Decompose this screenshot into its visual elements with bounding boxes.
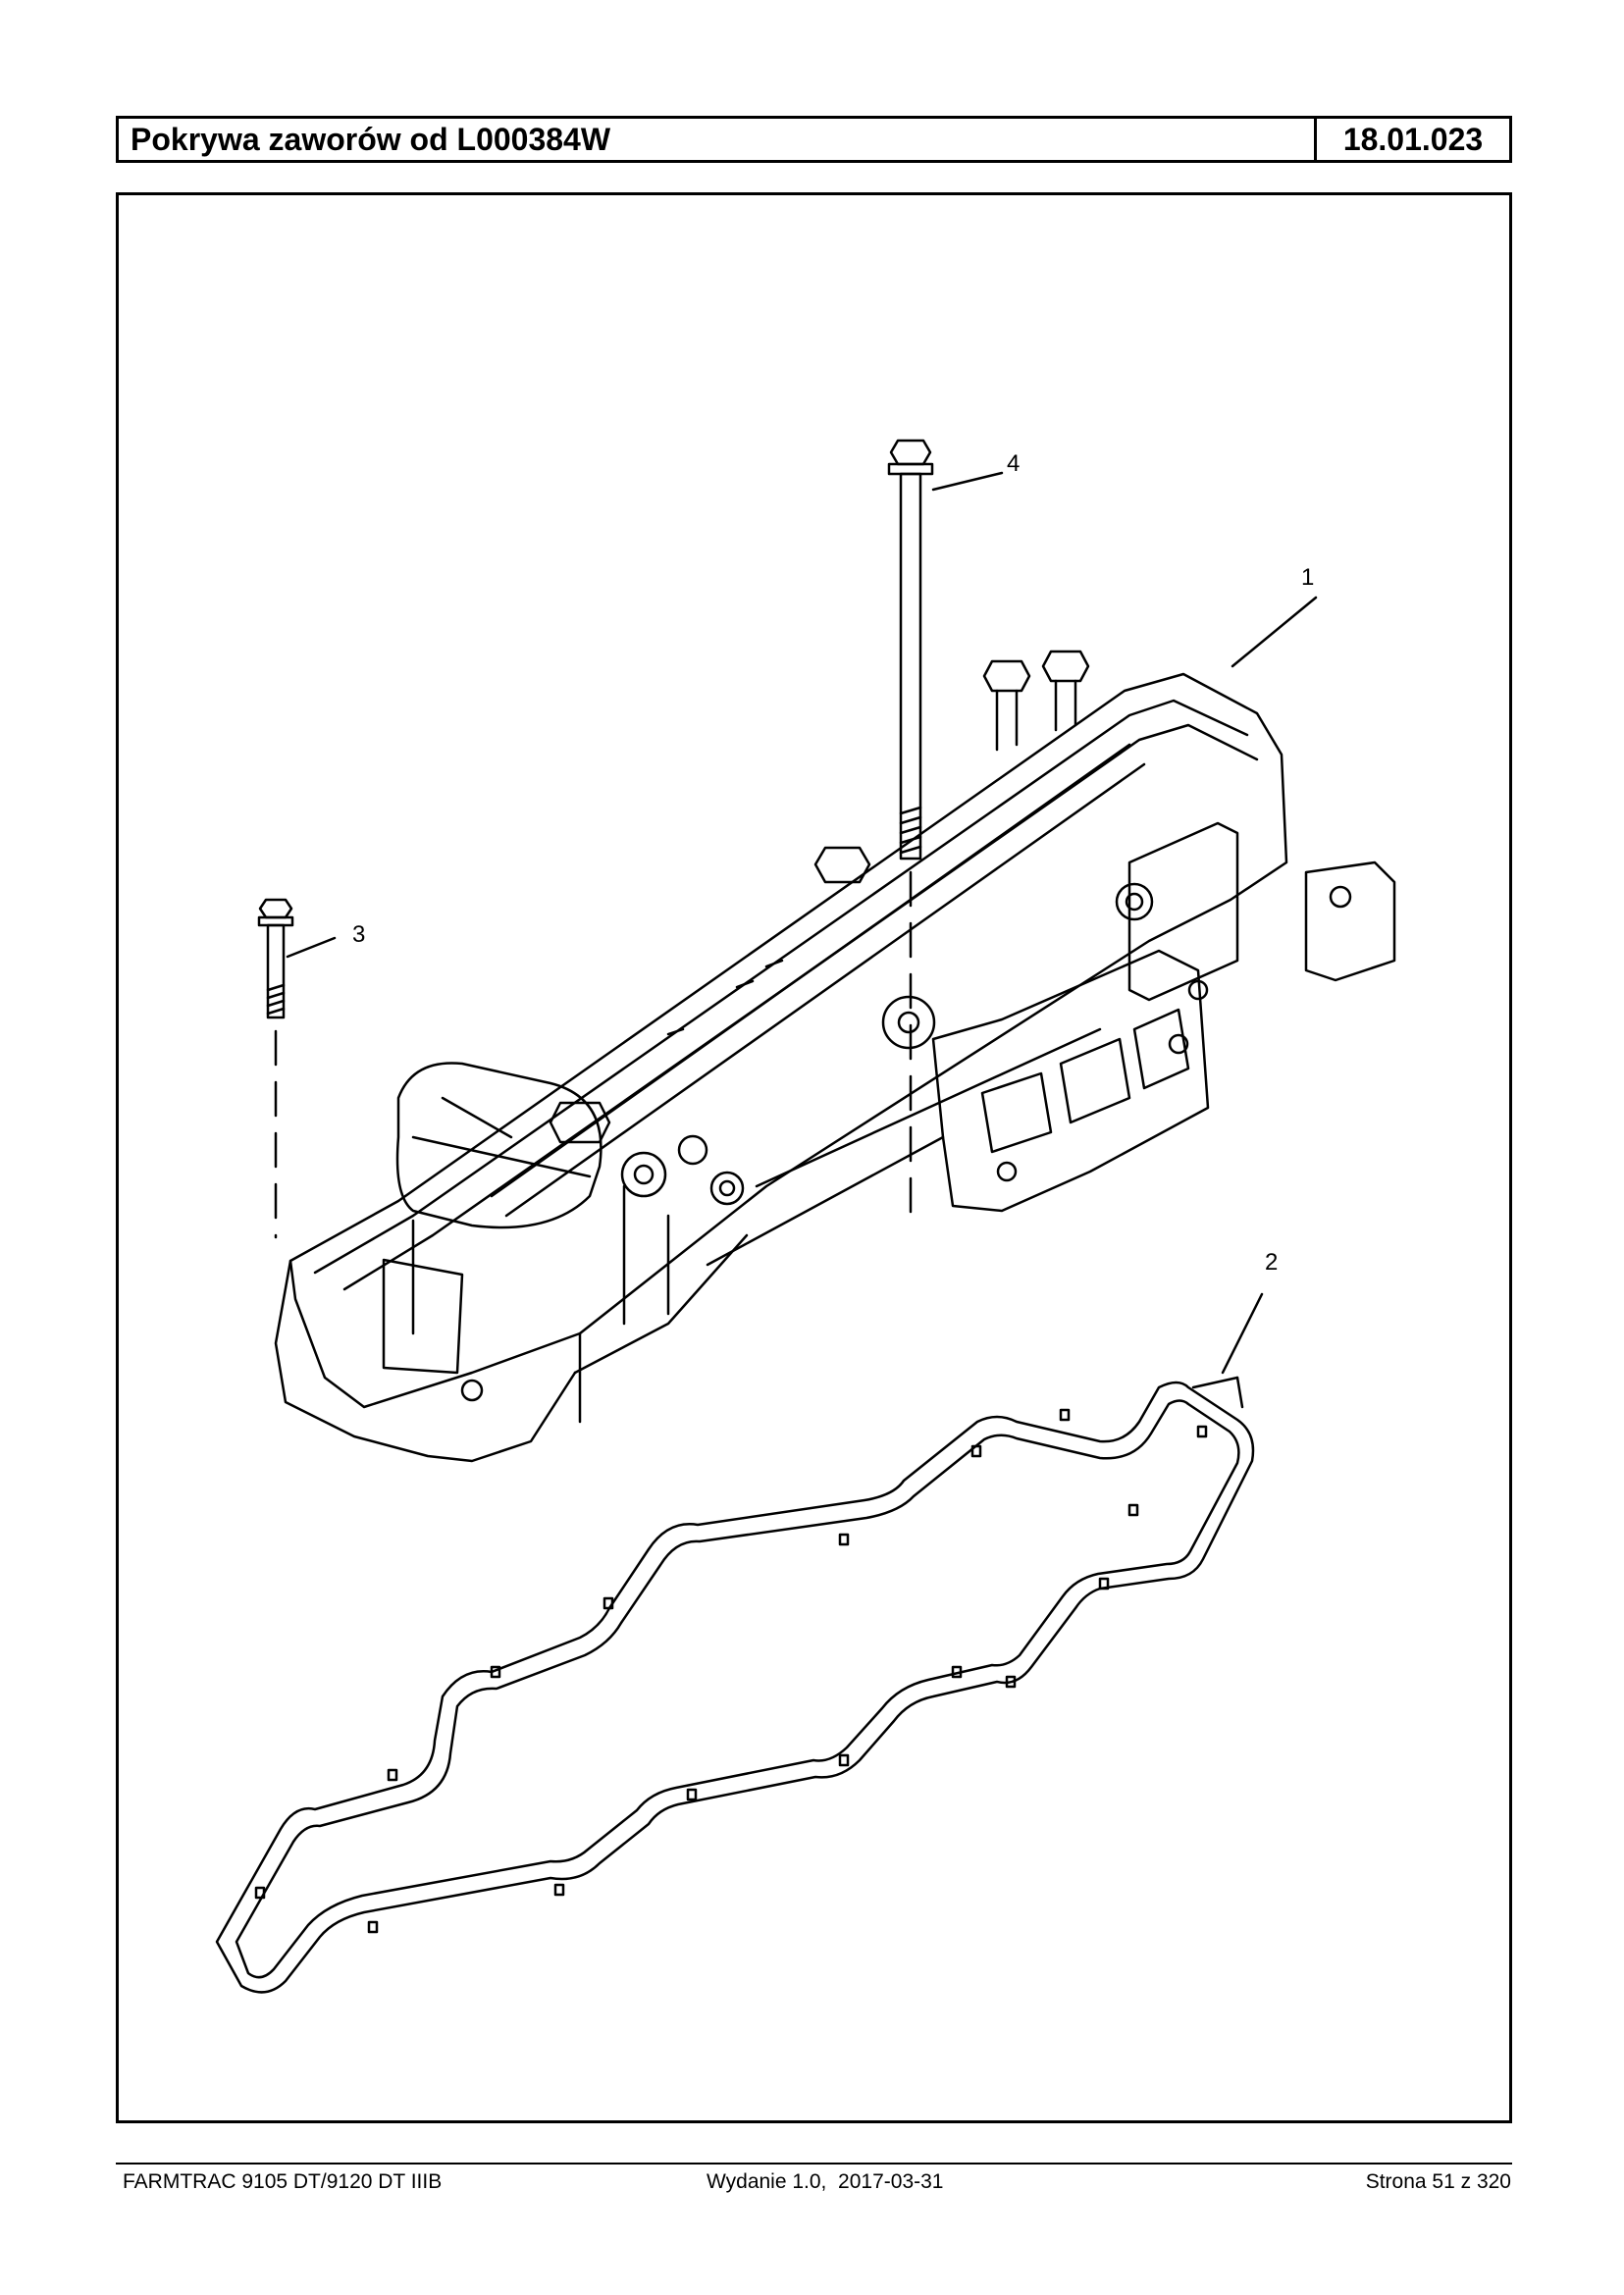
gasket-part-icon (215, 1376, 1255, 1994)
footer-page-number: Strona 51 z 320 (1365, 2170, 1511, 2193)
short-bolt-icon (257, 898, 294, 1239)
exploded-view-drawing: 1 2 3 4 (215, 439, 1396, 1994)
callout-1: 1 (1301, 564, 1314, 591)
footer-edition: Wydanie 1.0, 2017-03-31 (707, 2170, 944, 2193)
parts-drawing-frame: 1 2 3 4 (116, 192, 1512, 2123)
footer-model: FARMTRAC 9105 DT/9120 DT IIIB (123, 2170, 443, 2193)
title-bar: Pokrywa zaworów od L000384W 18.01.023 (116, 116, 1512, 163)
callout-4: 4 (1007, 450, 1020, 477)
page-title: Pokrywa zaworów od L000384W (119, 119, 1317, 160)
valve-cover-part-icon (274, 650, 1396, 1463)
section-code: 18.01.023 (1342, 121, 1484, 157)
callout-3: 3 (352, 921, 365, 948)
footer-divider (116, 2163, 1512, 2165)
callout-2: 2 (1265, 1249, 1278, 1276)
